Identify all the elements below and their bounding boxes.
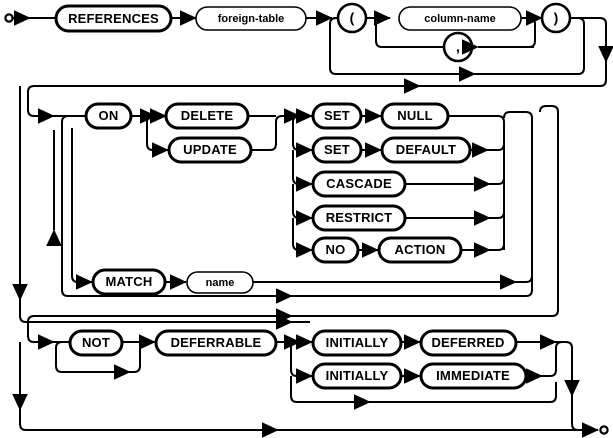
node-set-null-set-label: SET [324,108,350,123]
node-on-label: ON [99,108,119,123]
rail-comma-loop-left [375,17,443,48]
node-restrict-label: RESTRICT [326,210,393,225]
rail-not-bypass [55,341,131,380]
node-default-label: DEFAULT [396,142,456,157]
rail-cascade-merge [486,160,505,185]
node-not-label: NOT [82,335,110,350]
rail-on-group-return-bottom [300,270,533,297]
rail-row3-outer-bypass-bottom [19,404,262,431]
end-marker [599,425,609,435]
node-rparen-label: ) [554,10,559,26]
rail-initially-bypass-merge [365,382,557,403]
rail-paren-bypass-left [329,17,460,75]
node-update-label: UPDATE [183,142,237,157]
rail-name-merge [511,274,533,283]
node-name-label: name [206,277,235,289]
rail-null-merge [448,115,505,136]
rail-split-to-update [146,115,169,158]
rail-action-split-row2 [292,115,313,158]
node-action-label: ACTION [394,242,445,257]
rail-row3-entry [27,334,55,350]
rail-action-split-row5 [292,218,313,258]
rail-restrict-merge [486,194,505,219]
rail-split-to-match [71,128,93,290]
rail-not-bypass-merge [125,341,152,373]
rail-action-split-row3 [292,150,313,192]
rail-row2-entry [27,108,55,124]
rail-row2-exit-left [27,315,297,336]
rail-deferred-merge [551,341,580,397]
rail-default-merge [484,136,505,151]
rail-row1-wrap-to-row2 [430,56,607,87]
rail-row1-wrap-left [27,85,425,110]
node-foreign-table-label: foreign-table [218,13,285,25]
rail-action-split-row4 [292,184,313,226]
rail-update-merge [251,115,292,151]
rail-init-split-row2 [290,341,313,384]
start-marker [4,13,14,23]
node-no-label: NO [326,242,346,257]
node-initially-deferred-initially-label: INITIALLY [326,335,389,350]
node-references-label: REFERENCES [68,11,159,26]
rail-final-merge [571,390,588,431]
rail-immediate-merge [538,341,566,377]
node-null-label: NULL [397,108,432,123]
node-comma-label: , [456,39,460,55]
node-set-default-set-label: SET [324,142,350,157]
rail-row1-wrap-down [570,17,613,63]
rail-initially-bypass [290,376,371,410]
rail-actions-out [503,111,533,274]
node-match-label: MATCH [106,274,153,289]
rail-action-merge [486,228,505,251]
rail-row2-exit-wrap [300,105,559,317]
node-immediate-label: IMMEDIATE [436,368,510,383]
rail-row2-outer-bypass-bottom [19,294,300,323]
node-deferred-label: DEFERRED [431,335,504,350]
node-delete-label: DELETE [181,108,234,123]
node-cascade-label: CASCADE [326,176,392,191]
node-initially-immediate-initially-label: INITIALLY [326,368,389,383]
node-column-name-label: column-name [424,13,496,25]
rail-comma-loop-right [528,17,536,48]
node-deferrable-label: DEFERRABLE [171,335,262,350]
node-lparen-label: ( [350,10,355,26]
rail-on-group-loop-left [54,115,297,297]
